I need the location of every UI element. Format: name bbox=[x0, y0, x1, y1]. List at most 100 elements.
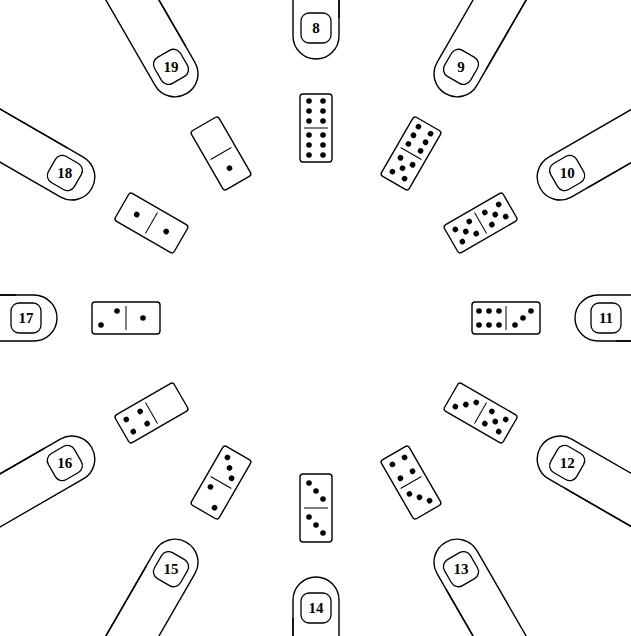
domino-pip bbox=[481, 420, 489, 428]
domino-pip bbox=[397, 154, 405, 162]
player-number: 19 bbox=[164, 59, 179, 74]
player-number: 10 bbox=[560, 166, 575, 181]
domino-tile bbox=[443, 192, 518, 254]
thumb-nail bbox=[301, 593, 331, 623]
domino-divider bbox=[475, 213, 487, 234]
domino-pip bbox=[313, 488, 319, 494]
thumb-nail bbox=[301, 13, 331, 43]
player-number: 14 bbox=[309, 601, 324, 616]
domino-pip bbox=[226, 464, 234, 472]
domino-pip bbox=[162, 228, 170, 236]
domino-pip bbox=[406, 490, 414, 498]
thumb-side bbox=[292, 618, 293, 636]
domino-pip bbox=[320, 496, 326, 502]
thumb-side bbox=[616, 340, 631, 341]
domino-pip bbox=[401, 454, 409, 462]
domino-pip bbox=[114, 308, 120, 314]
domino-pip bbox=[472, 399, 480, 407]
player-number: 16 bbox=[57, 456, 72, 471]
domino-pip bbox=[491, 418, 499, 426]
domino-divider bbox=[211, 147, 232, 159]
thumb-nail bbox=[547, 443, 588, 484]
player-number: 13 bbox=[454, 562, 469, 577]
thumb-nail bbox=[44, 443, 85, 484]
player bbox=[0, 295, 160, 341]
domino-pip bbox=[410, 131, 418, 139]
thumb-side bbox=[564, 488, 631, 548]
domino-pip bbox=[465, 218, 473, 226]
thumb-nail bbox=[441, 549, 482, 590]
domino-pip bbox=[481, 209, 489, 217]
domino-pip bbox=[306, 514, 312, 520]
domino-pip bbox=[496, 308, 502, 314]
domino-divider bbox=[401, 477, 422, 489]
domino-pip bbox=[416, 493, 424, 501]
thumb-outline bbox=[0, 428, 103, 548]
domino-pip bbox=[397, 474, 405, 482]
domino-pip bbox=[528, 308, 534, 314]
domino-tile bbox=[114, 382, 189, 444]
thumb-outline bbox=[86, 0, 206, 105]
player bbox=[86, 442, 258, 636]
domino-tile bbox=[114, 192, 189, 254]
domino-pip bbox=[452, 403, 460, 411]
domino-divider bbox=[401, 147, 422, 159]
thumb-outline bbox=[529, 88, 631, 208]
player bbox=[293, 0, 339, 162]
domino-tile bbox=[380, 116, 442, 191]
domino-pip bbox=[320, 118, 326, 124]
domino-divider bbox=[145, 403, 157, 424]
domino-pip bbox=[320, 530, 326, 536]
domino-tile bbox=[472, 302, 540, 334]
thumb-side bbox=[446, 589, 506, 636]
thumb-outline bbox=[0, 295, 57, 341]
domino-pip bbox=[133, 211, 141, 219]
domino-pip bbox=[405, 140, 413, 148]
domino-pip bbox=[401, 175, 409, 183]
domino-tile bbox=[92, 302, 160, 334]
domino-divider bbox=[304, 508, 328, 509]
domino-pip bbox=[495, 428, 503, 436]
domino-pip bbox=[512, 322, 518, 328]
player-number: 8 bbox=[312, 21, 320, 36]
domino-pip bbox=[129, 428, 137, 436]
domino-pip bbox=[502, 416, 510, 424]
thumb-nail bbox=[547, 153, 588, 194]
domino-pip bbox=[486, 308, 492, 314]
domino-pip bbox=[520, 315, 526, 321]
domino-pip bbox=[462, 401, 470, 409]
domino-pip bbox=[427, 130, 435, 138]
domino-divider bbox=[126, 306, 127, 330]
domino-pip bbox=[211, 504, 219, 512]
thumb-nail bbox=[441, 46, 482, 87]
thumb-nail bbox=[591, 303, 621, 333]
domino-pip bbox=[320, 108, 326, 114]
domino-tile bbox=[300, 94, 332, 162]
domino-pip bbox=[140, 315, 146, 321]
thumb-side bbox=[126, 0, 186, 47]
player-number: 15 bbox=[164, 562, 179, 577]
domino-pip bbox=[320, 132, 326, 138]
player-number: 11 bbox=[599, 311, 613, 326]
domino-tile bbox=[190, 445, 252, 520]
domino-pip bbox=[476, 322, 482, 328]
thumb-outline bbox=[529, 428, 631, 548]
domino-pip bbox=[417, 147, 425, 155]
player bbox=[374, 442, 546, 636]
thumb-side bbox=[338, 0, 339, 18]
player bbox=[0, 88, 192, 260]
player bbox=[86, 0, 258, 194]
thumb-outline bbox=[293, 577, 339, 636]
domino-pip bbox=[306, 480, 312, 486]
thumb-outline bbox=[0, 88, 103, 208]
player bbox=[440, 88, 631, 260]
thumb-side bbox=[0, 448, 45, 508]
domino-divider bbox=[211, 477, 232, 489]
domino-divider bbox=[475, 403, 487, 424]
player-number: 9 bbox=[457, 59, 465, 74]
player bbox=[0, 376, 192, 548]
player bbox=[440, 376, 631, 548]
thumb-outline bbox=[86, 531, 206, 636]
domino-pip bbox=[320, 98, 326, 104]
